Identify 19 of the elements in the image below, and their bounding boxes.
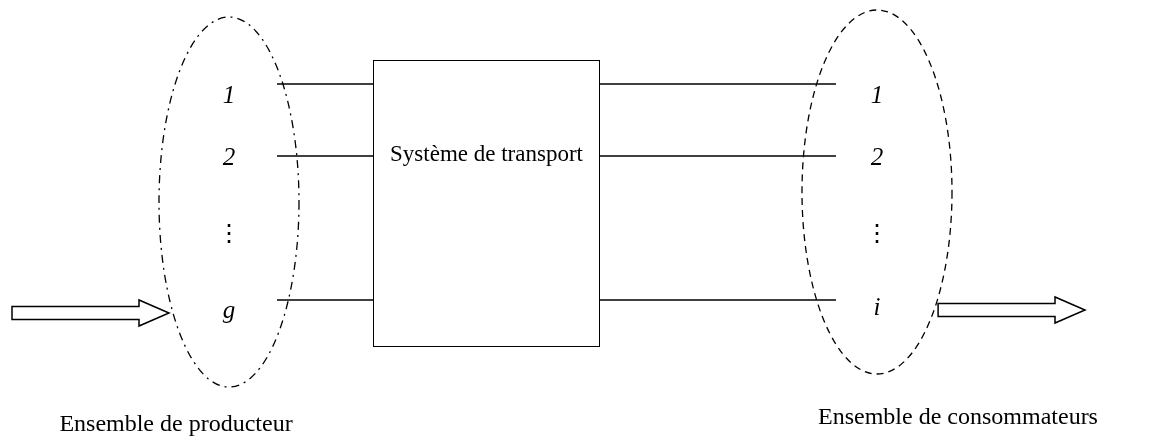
item-label: 1: [836, 78, 918, 112]
item-label: i: [836, 290, 918, 324]
connector-line: [276, 155, 374, 157]
set-label: Ensemble de consommateurs: [817, 402, 1099, 431]
ellipsis-mark: ⋮: [216, 219, 242, 248]
block-arrow: [11, 298, 171, 328]
set-label: Ensemble de producteur: [58, 409, 294, 438]
block-arrow: [937, 295, 1087, 325]
item-label: 2: [836, 140, 918, 174]
ellipsis-mark: ⋮: [864, 219, 890, 248]
connector-line: [599, 83, 837, 85]
item-label: g: [181, 293, 277, 327]
process-box: Système de transport: [373, 60, 600, 347]
connector-line: [599, 155, 837, 157]
connector-line: [599, 299, 837, 301]
connector-line: [276, 299, 374, 301]
item-label: 1: [181, 78, 277, 112]
connector-line: [276, 83, 374, 85]
item-label: 2: [181, 140, 277, 174]
